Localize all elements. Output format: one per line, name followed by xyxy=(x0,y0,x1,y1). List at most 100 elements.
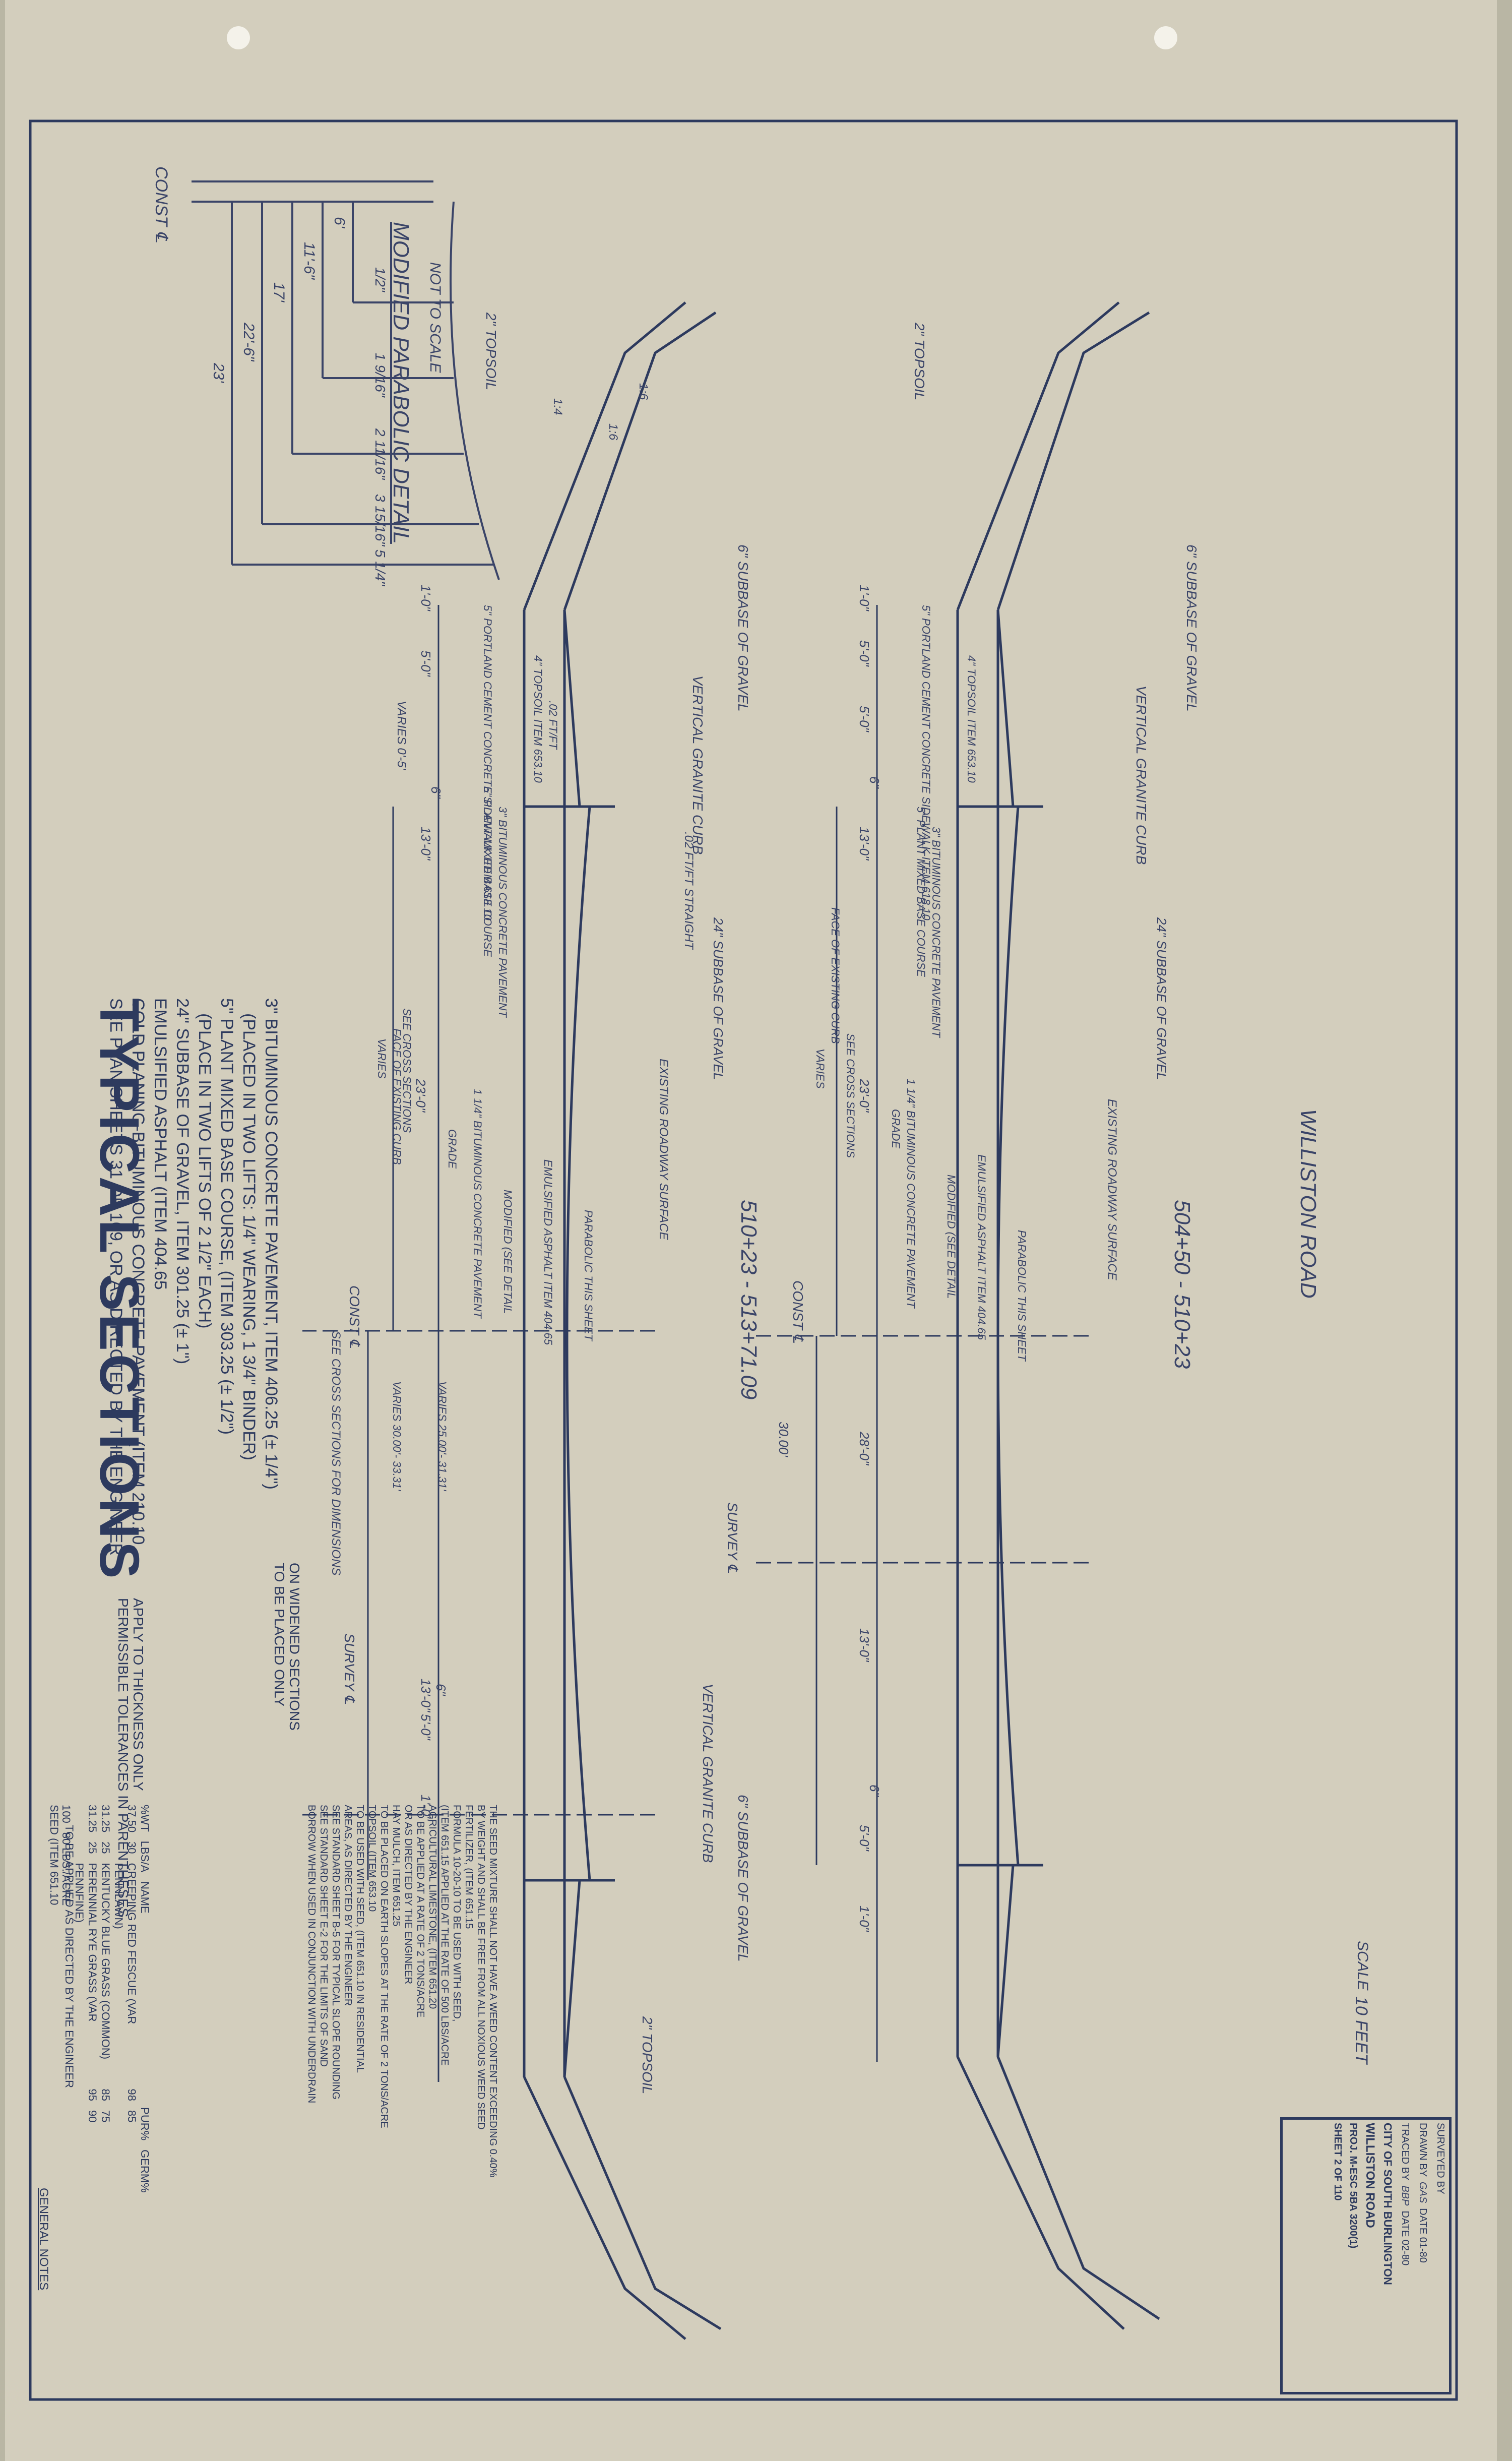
label: 1:6 xyxy=(606,423,620,441)
tb-value: BBP xyxy=(1400,2185,1411,2206)
parabolic-width: 6' xyxy=(331,217,348,228)
note-line: 3" BITUMINOUS CONCRETE PAVEMENT, ITEM 40… xyxy=(262,998,281,1490)
seed-col: PUR% xyxy=(139,2107,151,2141)
seed-col: LBS/A xyxy=(139,1840,151,1873)
label: SEE CROSS SECTIONS xyxy=(401,1008,413,1133)
seed-cell: 37.50 xyxy=(125,1805,138,1833)
dim: 13'-0" xyxy=(418,827,433,860)
dim: 13'-0" xyxy=(418,1679,433,1712)
label: MODIFIED (SEE DETAIL xyxy=(501,1190,514,1314)
label: VARIES 25.00'- 31.31' xyxy=(436,1381,449,1491)
dim: 6" xyxy=(867,1785,882,1797)
label: 24" SUBBASE OF GRAVEL xyxy=(711,917,726,1080)
label: EMULSIFIED ASPHALT ITEM 404.65 xyxy=(542,1159,554,1345)
tolerance-note: APPLY TO THICKNESS ONLY xyxy=(131,1598,146,1791)
notes-para: SEE STANDARD SHEET B-5 FOR TYPICAL SLOPE… xyxy=(330,1805,341,2100)
label: SEE CROSS SECTIONS FOR DIMENSIONS xyxy=(329,1331,343,1576)
seed-col: %WT xyxy=(139,1805,151,1832)
label: 1:4 xyxy=(551,398,564,415)
seed-cell: 31.25 xyxy=(86,1805,99,1833)
label: 4" TOPSOIL ITEM 653.10 xyxy=(965,655,978,783)
label: 1:6 xyxy=(637,383,650,400)
dim: 5'-0" xyxy=(857,1825,872,1851)
road-name: WILLISTON ROAD xyxy=(1296,1109,1320,1299)
dim: 5'-0" xyxy=(857,640,872,666)
label: 3" BITUMINOUS CONCRETE PAVEMENT xyxy=(496,807,509,1018)
dim: 28'-0" xyxy=(857,1432,872,1465)
label: CONST ℄ xyxy=(790,1280,806,1343)
punch-hole xyxy=(1154,26,1177,49)
seed-cell: 100 xyxy=(60,1805,73,1823)
parabolic-offset: 5 1/4" xyxy=(372,549,388,586)
dim: 1'-0" xyxy=(857,585,872,611)
label: 2" TOPSOIL xyxy=(483,313,499,391)
tb-proj: PROJ. M-ESC 5BA 3200(1) xyxy=(1348,2123,1359,2249)
notes-para: THE SEED MIXTURE SHALL NOT HAVE A WEED C… xyxy=(487,1805,498,2178)
label: 5" PLANT MIXED BASE COURSE xyxy=(481,786,494,957)
label: 5" PLANT MIXED BASE COURSE xyxy=(915,807,927,977)
tb-sheet: SHEET 2 OF 110 xyxy=(1332,2123,1343,2201)
seed-title: SEED (ITEM 651.10 xyxy=(48,1805,60,1905)
label: 6" SUBBASE OF GRAVEL xyxy=(735,1795,751,1962)
label: FACE OF EXISTING CURB xyxy=(829,907,842,1044)
seed-table: %WT LBS/A NAME PUR% GERM% 37.50 30 CREEP… xyxy=(59,1805,151,2193)
label: 24" SUBBASE OF GRAVEL xyxy=(1154,917,1169,1080)
notes-para: TOPSOIL (ITEM 653.10 xyxy=(366,1805,377,1912)
label: SURVEY ℄ xyxy=(725,1502,740,1573)
notes-para: TO BE PLACED ON EARTH SLOPES AT THE RATE… xyxy=(379,1805,390,2128)
seed-cell: 25 xyxy=(99,1841,112,1854)
tb-label: DRAWN BY xyxy=(1417,2123,1428,2177)
notes-para: OR AS DIRECTED BY THE ENGINEER xyxy=(403,1805,414,1985)
drawing-sheet xyxy=(5,0,1497,2461)
scale-label: SCALE xyxy=(1354,1941,1371,1991)
widened-note: ON WIDENED SECTIONS xyxy=(287,1563,302,1731)
dim: 13'-0" xyxy=(857,1628,872,1662)
label: VARIES 30.00'- 33.31' xyxy=(391,1381,403,1491)
seed-cell: 95 xyxy=(86,2088,99,2102)
dim: VARIES 0'-5' xyxy=(395,701,408,770)
label: VERTICAL GRANITE CURB xyxy=(700,1684,716,1863)
lower-title: 504+50 - 510+23 xyxy=(1170,1200,1194,1369)
label: PARABOLIC THIS SHEET xyxy=(1016,1230,1028,1361)
label: 3" BITUMINOUS CONCRETE PAVEMENT xyxy=(930,827,942,1038)
seed-cell: 30 xyxy=(125,1841,138,1854)
notes-para: BY WEIGHT AND SHALL BE FREE FROM ALL NOX… xyxy=(475,1805,486,2130)
note-line: EMULSIFIED ASPHALT (ITEM 404.65 xyxy=(151,998,170,1290)
tb-date: DATE 01-80 xyxy=(1417,2208,1428,2263)
notes-para: AREAS, AS DIRECTED BY THE ENGINEER xyxy=(342,1805,353,2006)
seed-cell: 25 xyxy=(86,1841,99,1854)
dim: 1'-0" xyxy=(857,1905,872,1932)
parabolic-offset: 2 11/16" xyxy=(372,428,388,480)
parabolic-width: 17' xyxy=(271,282,287,302)
label: VARIES xyxy=(814,1049,827,1089)
general-notes: GENERAL NOTES SEED (ITEM 651.10 TO BE AP… xyxy=(30,1805,353,2389)
header-notes: 3" BITUMINOUS CONCRETE PAVEMENT, ITEM 40… xyxy=(105,998,282,1556)
notes-para: SEE STANDARD SHEET E-2 FOR THE LIMITS OF… xyxy=(318,1805,329,2067)
label: VERTICAL GRANITE CURB xyxy=(690,675,706,855)
label: SEE CROSS SECTIONS xyxy=(844,1033,857,1158)
seed-cell: 31.25 xyxy=(99,1805,112,1833)
seed-cell: CREEPING RED FESCUE (VAR PENNLAWN) xyxy=(112,1863,138,2024)
parabolic-offset: 3 15/16" xyxy=(372,494,388,546)
parabolic-const: CONST ℄ xyxy=(152,166,171,242)
punch-hole xyxy=(227,26,250,49)
dim: 13'-0" xyxy=(857,827,872,860)
label: 6" SUBBASE OF GRAVEL xyxy=(1184,544,1200,712)
label: EMULSIFIED ASPHALT ITEM 404.65 xyxy=(975,1154,988,1340)
label: 1 1/4" BITUMINOUS CONCRETE PAVEMENT xyxy=(905,1079,917,1308)
dim: 1'-0" xyxy=(418,1795,433,1821)
general-notes-text: THE SEED MIXTURE SHALL NOT HAVE A WEED C… xyxy=(305,1805,499,2379)
parabolic-subtitle: NOT TO SCALE xyxy=(427,262,444,373)
label: SURVEY ℄ xyxy=(342,1633,357,1704)
dim: 23'-0" xyxy=(413,1079,428,1113)
notes-para: (ITEM 651.15 APPLIED AT THE RATE OF 500 … xyxy=(439,1805,450,2066)
upper-title: 510+23 - 513+71.09 xyxy=(736,1200,761,1400)
tb-label: TRACED BY xyxy=(1400,2123,1411,2181)
parabolic-width: 22'-6" xyxy=(240,323,257,361)
label: GRADE xyxy=(890,1109,902,1149)
notes-para: FORMULA 10-20-10 TO BE USED WITH SEED, xyxy=(451,1805,462,2022)
seed-cell: 98 xyxy=(125,2088,138,2102)
tb-value: GAS xyxy=(1417,2182,1428,2203)
